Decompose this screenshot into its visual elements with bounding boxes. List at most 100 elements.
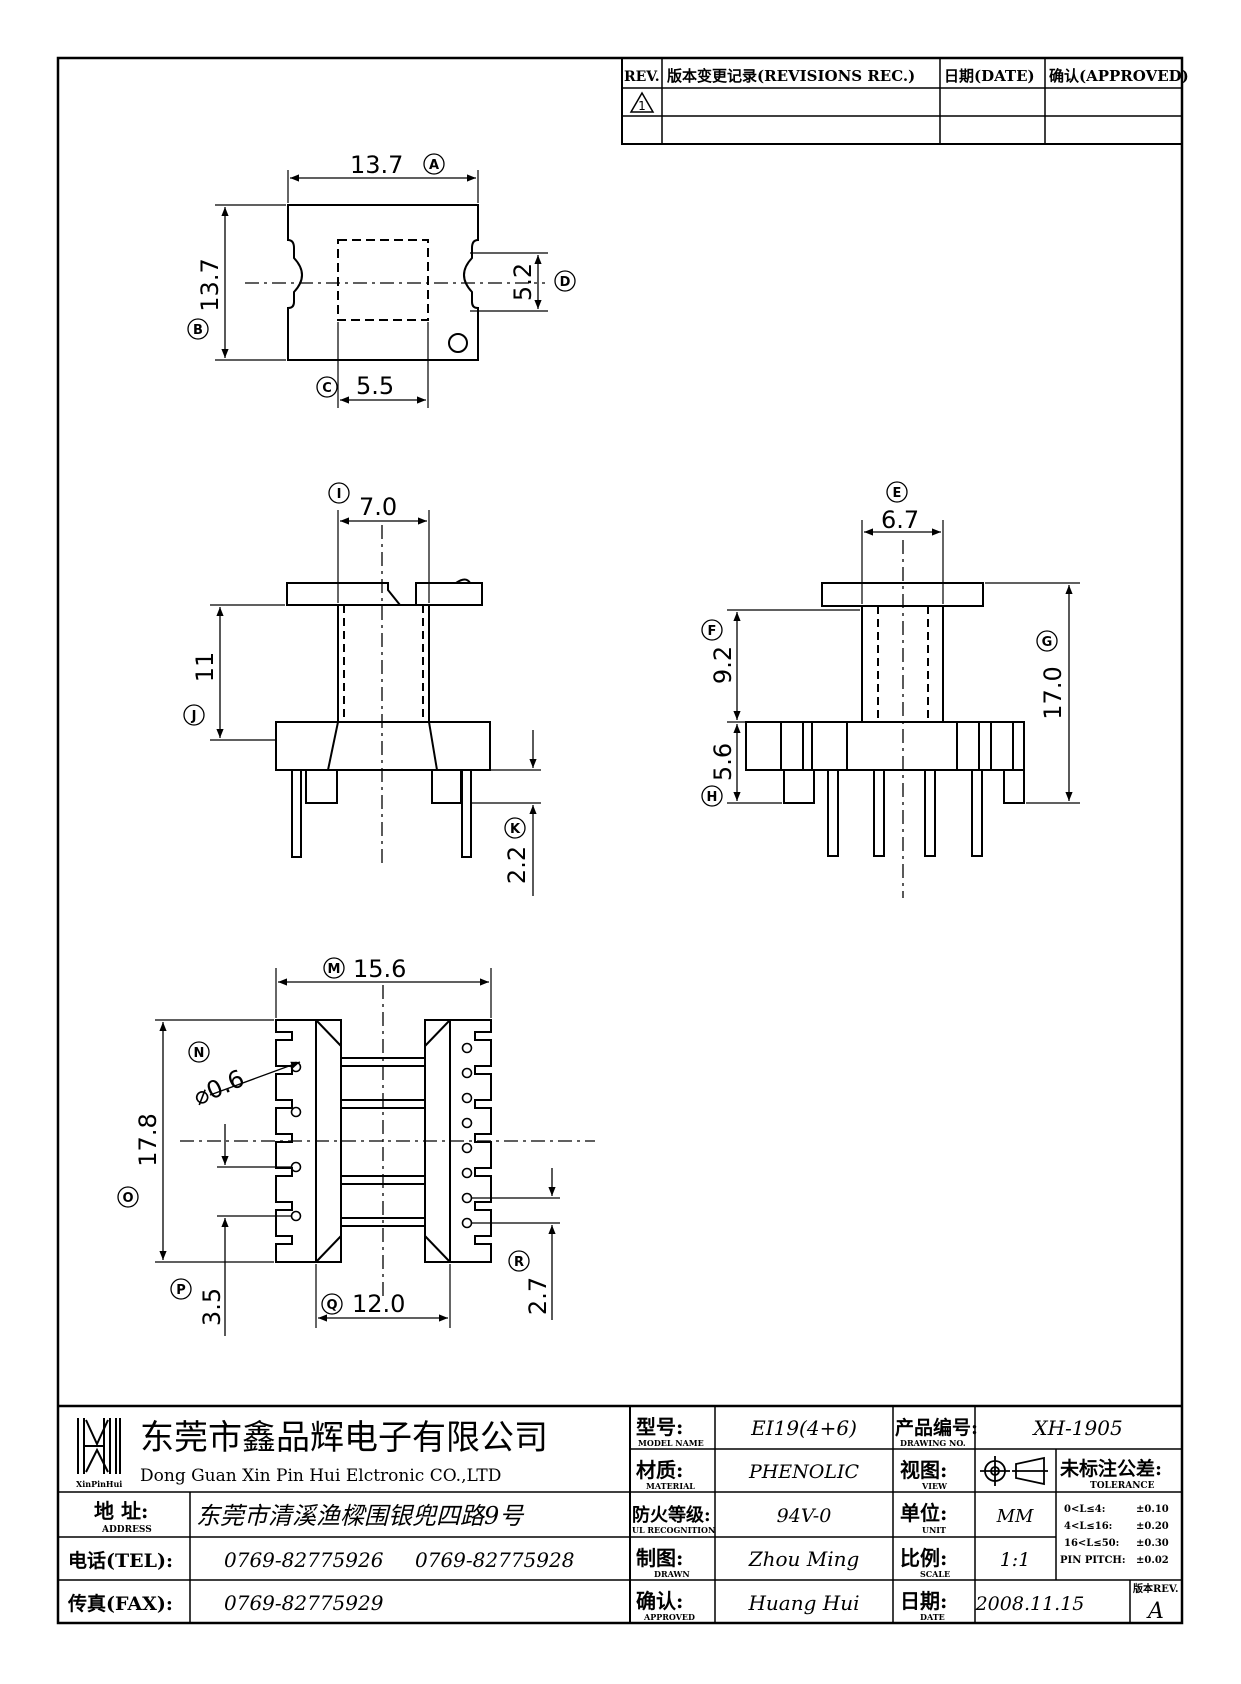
- svg-text:A: A: [429, 158, 439, 173]
- address-value: 东莞市清溪渔樑围银兜四路9号: [196, 1502, 525, 1530]
- scale-value: 1:1: [1000, 1549, 1031, 1571]
- tolerance-range-2: 4<L≤16:: [1064, 1521, 1112, 1532]
- tag-f: F: [701, 619, 723, 641]
- side-total-value: 17.0: [1039, 666, 1067, 719]
- bottom-pitch-left-value: 3.5: [198, 1288, 226, 1326]
- svg-text:D: D: [560, 275, 571, 290]
- tag-c: C: [316, 376, 338, 398]
- date-label: 日期:: [900, 1589, 947, 1613]
- svg-text:M: M: [328, 962, 341, 977]
- view-sub: VIEW: [921, 1481, 948, 1491]
- tag-j: J: [183, 704, 205, 726]
- svg-text:O: O: [122, 1191, 133, 1206]
- top-view: [215, 170, 548, 408]
- top-slot-value: 5.2: [509, 263, 537, 301]
- svg-text:N: N: [194, 1046, 205, 1061]
- front-core-value: 7.0: [359, 493, 397, 521]
- svg-text:F: F: [708, 624, 717, 639]
- rev-label: 版本REV.: [1133, 1582, 1178, 1595]
- ul-sub: UL RECOGNITION: [632, 1525, 715, 1535]
- tolerance-value-3: ±0.30: [1136, 1538, 1169, 1549]
- svg-text:H: H: [707, 790, 718, 805]
- tolerance-value-1: ±0.10: [1136, 1504, 1169, 1515]
- top-height-value: 13.7: [196, 258, 224, 311]
- bottom-pitch-right-value: 2.7: [524, 1277, 552, 1315]
- scale-sub: SCALE: [920, 1569, 950, 1579]
- svg-text:R: R: [514, 1255, 524, 1270]
- material-sub: MATERIAL: [646, 1481, 695, 1491]
- svg-text:P: P: [176, 1283, 186, 1298]
- bottom-row-value: 12.0: [352, 1290, 405, 1318]
- date-value: 2008.11.15: [975, 1593, 1085, 1615]
- tag-m: M: [323, 957, 345, 979]
- svg-text:J: J: [191, 709, 197, 724]
- drawing-no-value: XH-1905: [1031, 1416, 1122, 1440]
- scale-label: 比例:: [900, 1546, 947, 1570]
- unit-label: 单位:: [900, 1501, 947, 1525]
- tel-label: 电话(TEL):: [68, 1549, 173, 1572]
- front-height-value: 11: [191, 652, 219, 683]
- bottom-view: [155, 968, 595, 1336]
- tag-q: Q: [321, 1293, 343, 1315]
- svg-text:B: B: [193, 323, 203, 338]
- company-name-en: Dong Guan Xin Pin Hui Elctronic CO.,LTD: [140, 1466, 501, 1486]
- record-header: 版本变更记录(REVISIONS REC.): [667, 67, 915, 85]
- model-value: EI19(4+6): [750, 1416, 857, 1440]
- svg-text:Q: Q: [326, 1298, 337, 1313]
- company-name-cn: 东莞市鑫品辉电子有限公司: [140, 1418, 548, 1458]
- tolerance-value-4: ±0.02: [1136, 1555, 1169, 1566]
- drawn-value: Zhou Ming: [748, 1547, 860, 1571]
- fax-value: 0769-82775929: [224, 1591, 384, 1615]
- tag-k: K: [504, 817, 526, 839]
- tag-o: O: [117, 1186, 139, 1208]
- side-base-value: 5.6: [709, 743, 737, 781]
- tolerance-range-4: PIN PITCH:: [1060, 1555, 1126, 1566]
- front-pin-value: 2.2: [503, 846, 531, 884]
- drawn-label: 制图:: [636, 1546, 683, 1570]
- projection-symbol-icon: [980, 1456, 1048, 1486]
- logo-text: XinPinHui: [76, 1479, 122, 1489]
- svg-text:I: I: [337, 487, 342, 502]
- tag-a: A: [423, 153, 445, 175]
- ul-value: 94V-0: [777, 1505, 832, 1527]
- tel1-value: 0769-82775926: [224, 1548, 384, 1572]
- tolerance-range-3: 16<L≤50:: [1064, 1538, 1119, 1549]
- top-width-value: 13.7: [350, 151, 403, 179]
- view-label: 视图:: [900, 1458, 947, 1482]
- model-sub: MODEL NAME: [638, 1438, 704, 1448]
- address-label: 地 址:: [94, 1499, 148, 1523]
- approved-header: 确认(APPROVED): [1049, 67, 1189, 85]
- svg-text:G: G: [1042, 635, 1053, 650]
- svg-text:C: C: [322, 381, 332, 396]
- material-value: PHENOLIC: [748, 1461, 860, 1483]
- side-upper-value: 9.2: [709, 646, 737, 684]
- tag-g: G: [1036, 630, 1058, 652]
- revision-table: [621, 57, 1183, 145]
- tag-r: R: [508, 1250, 530, 1272]
- tag-e: E: [886, 481, 908, 503]
- rev-value: A: [1146, 1599, 1164, 1624]
- material-label: 材质:: [636, 1458, 683, 1482]
- drawn-sub: DRAWN: [654, 1569, 690, 1579]
- drawing-no-label: 产品编号:: [895, 1416, 978, 1439]
- revision-triangle-icon: 1: [629, 91, 655, 113]
- drawing-border: [56, 56, 1184, 1625]
- bottom-pin-dia-value: ⌀0.6: [189, 1064, 248, 1111]
- bottom-width-value: 15.6: [353, 955, 406, 983]
- tag-d: D: [554, 270, 576, 292]
- drawing-no-sub: DRAWING NO.: [900, 1438, 966, 1448]
- side-view: [727, 520, 1080, 898]
- top-core-value: 5.5: [356, 372, 394, 400]
- side-core-value: 6.7: [881, 506, 919, 534]
- svg-text:K: K: [510, 822, 521, 837]
- front-view: [210, 510, 541, 896]
- svg-text:1: 1: [638, 99, 646, 113]
- tag-b: B: [187, 318, 209, 340]
- unit-value: MM: [996, 1506, 1034, 1527]
- approved-label: 确认:: [636, 1589, 683, 1613]
- bottom-height-value: 17.8: [134, 1113, 162, 1166]
- approved-sub: APPROVED: [643, 1612, 695, 1622]
- tolerance-title: 未标注公差:: [1059, 1457, 1162, 1480]
- unit-sub: UNIT: [922, 1525, 946, 1535]
